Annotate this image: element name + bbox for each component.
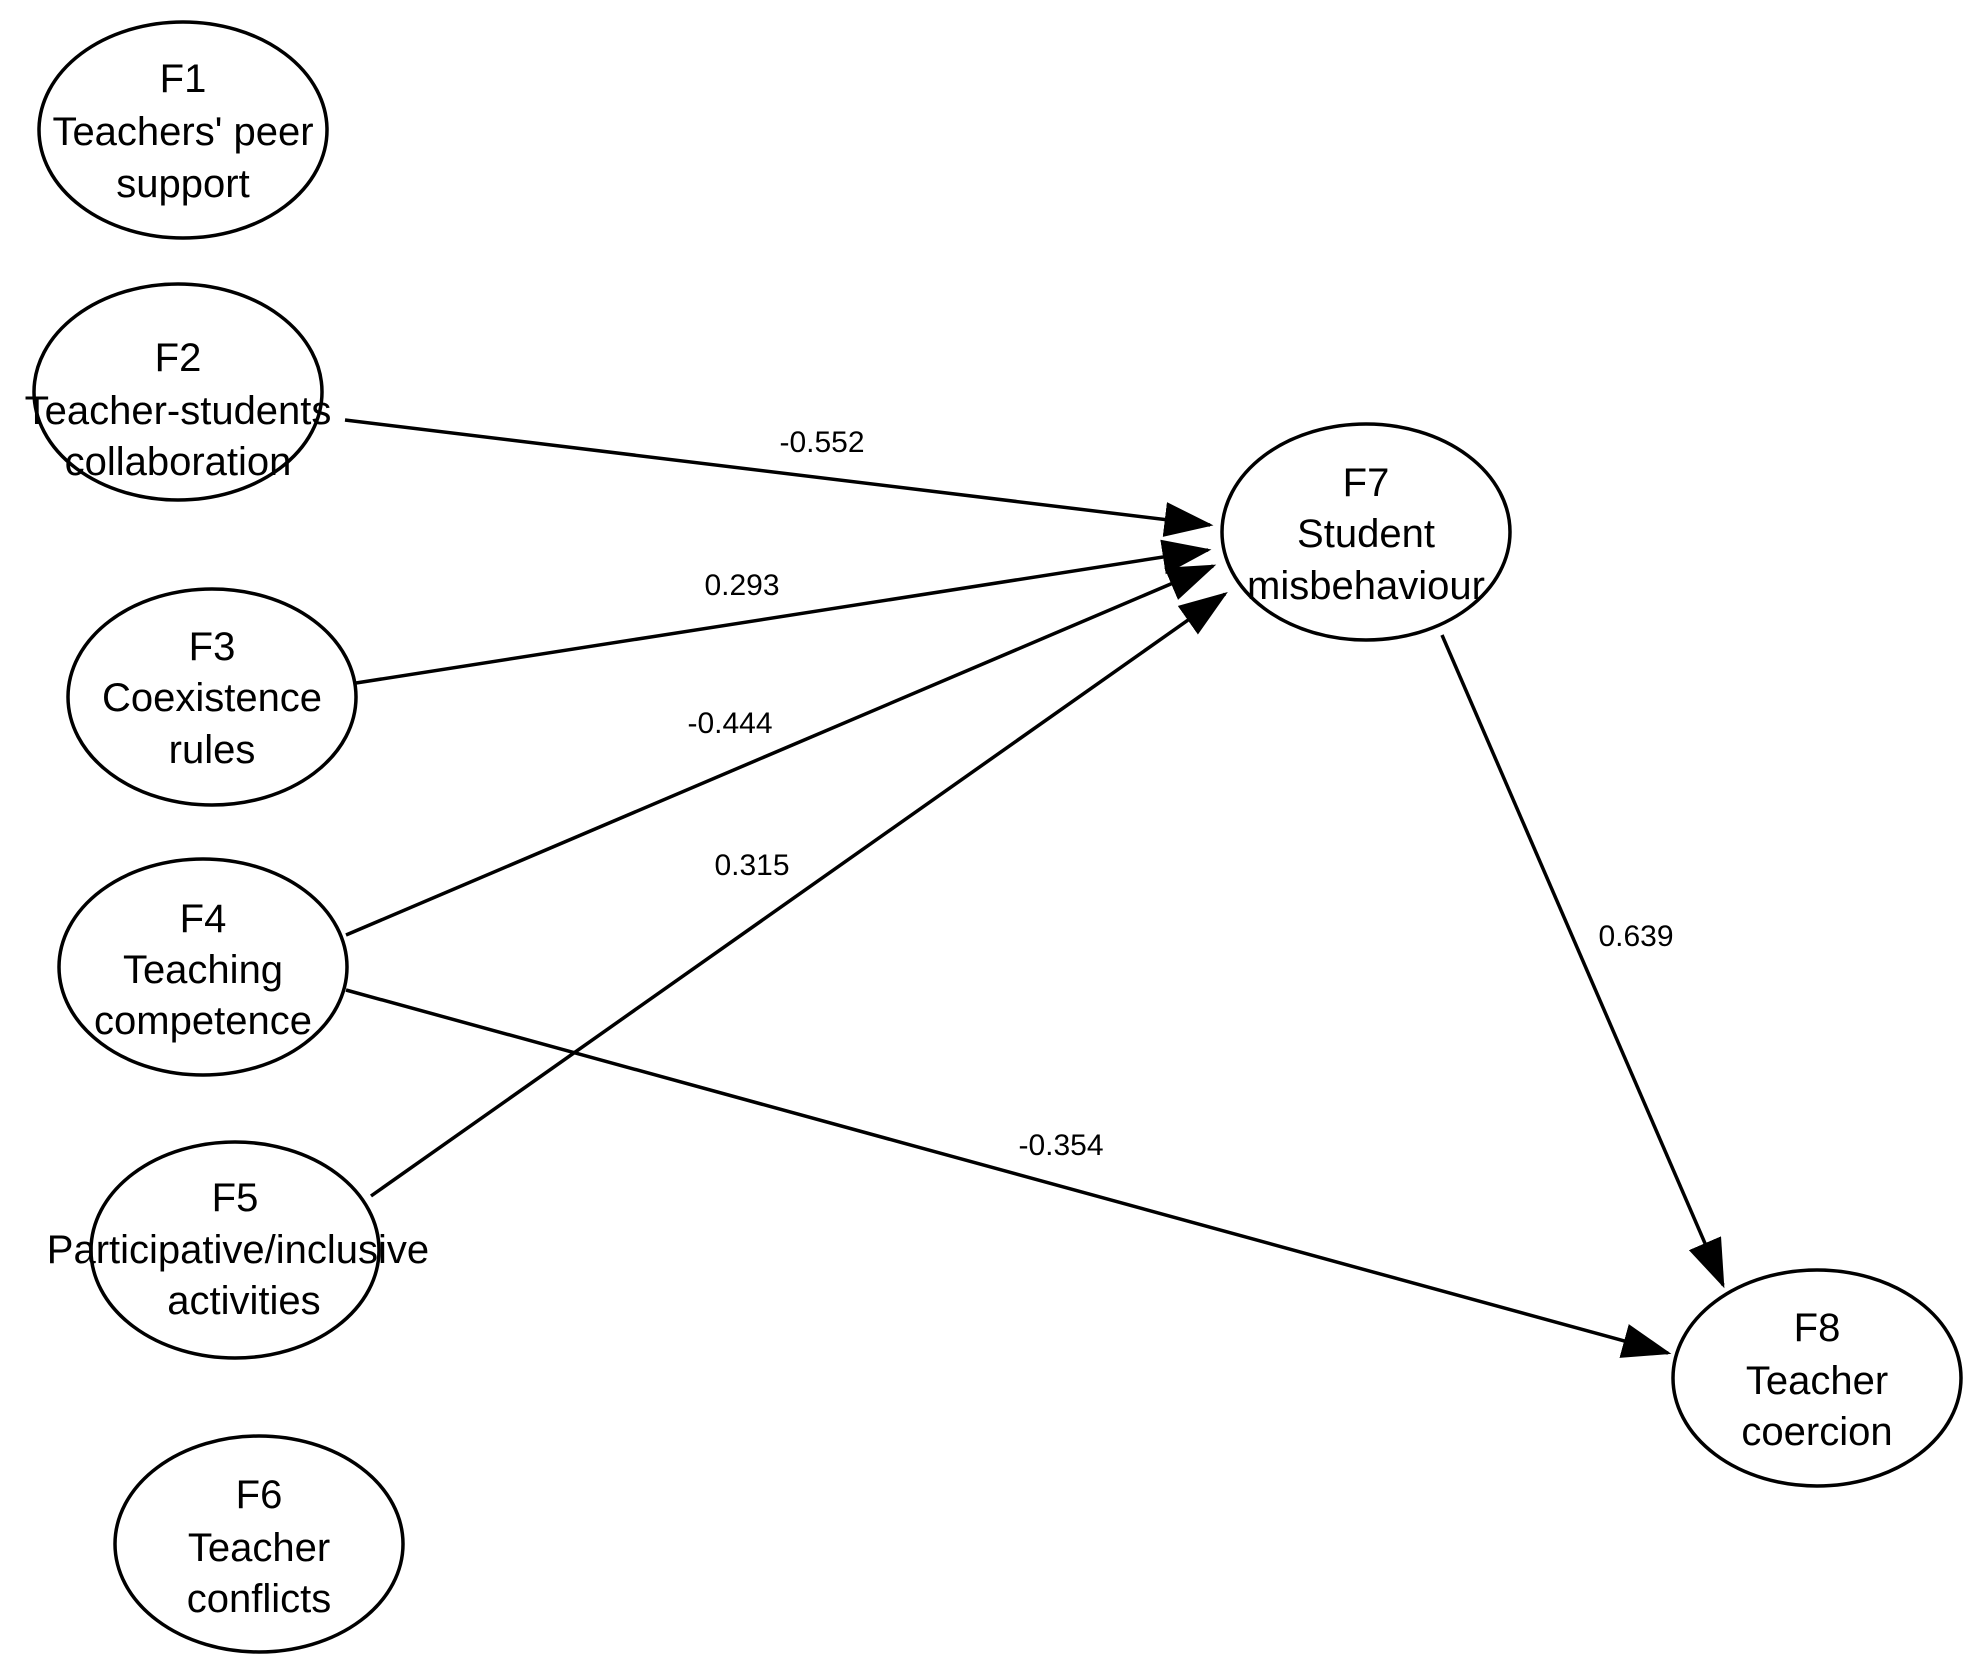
node-f5: F5 Participative/inclusive activities <box>47 1140 429 1360</box>
node-f5-id: F5 <box>212 1176 259 1220</box>
edge-f4-f7-line <box>345 564 1217 937</box>
node-f6-line-2: conflicts <box>187 1577 332 1621</box>
node-f8: F8 Teacher coercion <box>1671 1268 1963 1488</box>
node-f8-id: F8 <box>1794 1306 1841 1350</box>
node-f7-line-1: Student <box>1297 512 1435 556</box>
node-f1-id: F1 <box>160 57 207 101</box>
edge-f4-f8-line <box>345 988 1672 1358</box>
node-f3-id: F3 <box>189 625 236 669</box>
node-f6: F6 Teacher conflicts <box>113 1434 405 1654</box>
node-f6-ellipse <box>113 1434 405 1654</box>
edges: -0.552 0.293 -0.444 0.315 0.639 -0.354 <box>344 418 1725 1358</box>
edge-f5-f7-line <box>369 591 1228 1198</box>
node-f7: F7 Student misbehaviour <box>1220 422 1512 642</box>
node-f8-line-2: coercion <box>1741 1410 1892 1454</box>
node-f7-id: F7 <box>1343 461 1390 505</box>
node-f3-line-1: Coexistence <box>102 676 322 720</box>
node-f7-ellipse <box>1220 422 1512 642</box>
node-f6-line-1: Teacher <box>188 1526 330 1570</box>
node-f8-line-1: Teacher <box>1746 1359 1888 1403</box>
node-f3-line-2: rules <box>169 728 256 772</box>
node-f6-id: F6 <box>236 1473 283 1517</box>
node-f1-ellipse <box>37 20 329 240</box>
node-f2: F2 Teacher-students collaboration <box>25 282 332 502</box>
nodes: F1 Teachers' peer support F2 Teacher-stu… <box>25 20 1963 1654</box>
node-f5-line-2: activities <box>167 1279 320 1323</box>
node-f5-ellipse <box>89 1140 381 1360</box>
edge-f2-f7-weight: -0.552 <box>779 426 864 459</box>
node-f4: F4 Teaching competence <box>57 857 349 1077</box>
node-f4-line-1: Teaching <box>123 948 283 992</box>
node-f1-line-1: Teachers' peer <box>52 110 313 154</box>
node-f7-line-2: misbehaviour <box>1247 564 1485 608</box>
edge-f4-f8-weight: -0.354 <box>1018 1129 1103 1162</box>
edge-f3-f7-weight: 0.293 <box>704 569 779 602</box>
node-f4-id: F4 <box>180 897 227 941</box>
node-f2-id: F2 <box>155 336 202 380</box>
edge-f7-f8: 0.639 <box>1440 634 1725 1289</box>
node-f2-line-1: Teacher-students <box>25 389 332 433</box>
edge-f4-f8: -0.354 <box>345 988 1672 1358</box>
edge-f4-f7-weight: -0.444 <box>687 707 772 740</box>
node-f4-line-2: competence <box>94 999 312 1043</box>
node-f1: F1 Teachers' peer support <box>37 20 329 240</box>
node-f3: F3 Coexistence rules <box>66 587 358 807</box>
node-f8-ellipse <box>1671 1268 1963 1488</box>
edge-f7-f8-line <box>1440 634 1725 1289</box>
node-f3-ellipse <box>66 587 358 807</box>
node-f4-ellipse <box>57 857 349 1077</box>
edge-f3-f7-line <box>355 539 1212 685</box>
edge-f2-f7: -0.552 <box>344 418 1214 537</box>
edge-f7-f8-weight: 0.639 <box>1598 920 1673 953</box>
edge-f5-f7-weight: 0.315 <box>714 849 789 882</box>
node-f2-line-2: collaboration <box>65 440 292 484</box>
node-f5-line-1: Participative/inclusive <box>47 1228 429 1272</box>
edge-f4-f7: -0.444 <box>345 564 1217 937</box>
node-f1-line-2: support <box>116 162 249 206</box>
edge-f2-f7-line <box>344 418 1214 537</box>
node-f2-ellipse <box>32 282 324 502</box>
edge-f3-f7: 0.293 <box>355 539 1212 685</box>
edge-f5-f7: 0.315 <box>369 591 1228 1198</box>
